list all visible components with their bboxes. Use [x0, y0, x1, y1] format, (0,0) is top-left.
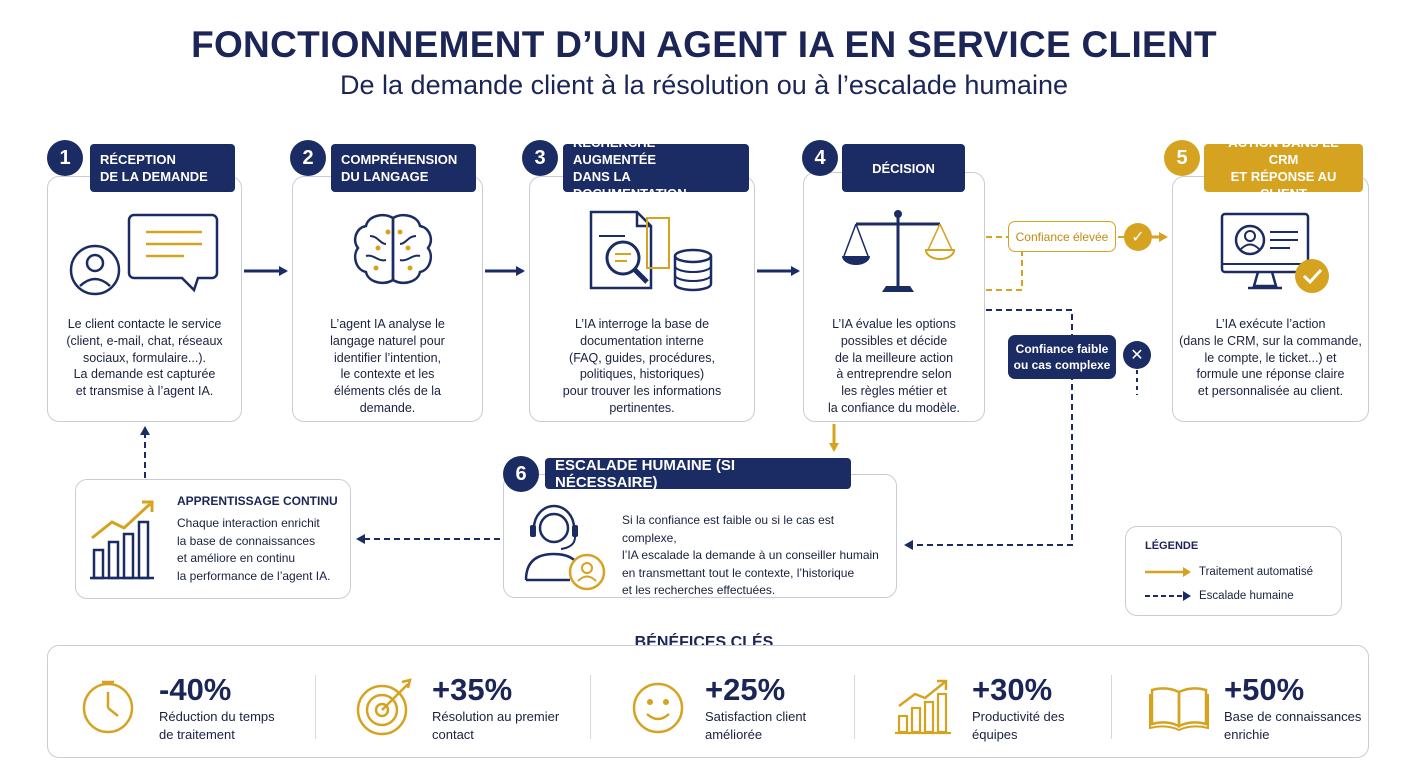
legend-title: LÉGENDE: [1145, 540, 1199, 552]
book-icon: [1149, 687, 1209, 732]
escalation-label: ESCALADE HUMAINE (SI NÉCESSAIRE): [545, 457, 851, 491]
monitor-check-icon: [1220, 212, 1329, 293]
growth-chart-icon: [90, 500, 154, 580]
low-confidence-pill: Confiance faible ou cas complexe: [1008, 335, 1116, 379]
step-text-3: L’IA interroge la base de documentation …: [562, 317, 722, 415]
smiley-icon: [632, 682, 684, 734]
benefit-value-4: +30%: [972, 672, 1053, 707]
step-label-1: RÉCEPTION DE LA DEMANDE: [90, 144, 235, 192]
escalation-path: [904, 309, 1073, 550]
step-number-1: 1: [47, 140, 83, 176]
step-card-1: [47, 176, 242, 422]
check-icon: ✓: [1124, 223, 1152, 251]
high-confidence-pill: Confiance élevée: [1008, 221, 1116, 252]
legend-automated: Traitement automatisé: [1199, 566, 1313, 578]
target-icon: [356, 678, 412, 736]
bar-growth-icon: [895, 679, 951, 735]
headset-agent-icon: [524, 504, 606, 591]
benefit-divider: [590, 675, 591, 739]
escalation-text: Si la confiance est faible ou si le cas …: [622, 513, 879, 597]
cross-icon: ✕: [1123, 341, 1151, 369]
benefit-label-2: Résolution au premier contact: [432, 709, 560, 742]
step-text-1: Le client contacte le service (client, e…: [66, 317, 223, 399]
step-card-2: [292, 176, 483, 422]
document-search-icon: [589, 210, 713, 292]
clock-icon: [82, 680, 134, 734]
benefit-value-2: +35%: [432, 672, 513, 707]
step-number-4: 4: [802, 140, 838, 176]
benefit-divider: [1111, 675, 1112, 739]
step-number-6: 6: [503, 456, 539, 492]
user-chat-icon: [69, 213, 219, 296]
step-text-4: L’IA évalue les options possibles et déc…: [827, 317, 961, 415]
step-label-4: DÉCISION: [842, 144, 965, 192]
step-label-3: RECHERCHE AUGMENTÉE DANS LA DOCUMENTATIO…: [563, 135, 749, 201]
benefit-divider: [854, 675, 855, 739]
page-subtitle: De la demande client à la résolution ou …: [340, 70, 1068, 100]
step-number-3: 3: [522, 140, 558, 176]
benefit-label-3: Satisfaction client améliorée: [705, 709, 807, 742]
benefits-panel: [47, 645, 1369, 758]
learning-text: Chaque interaction enrichit la base de c…: [177, 516, 331, 583]
benefit-label-5: Base de connaissances enrichie: [1224, 709, 1362, 742]
scale-icon: [842, 210, 956, 292]
step-number-5: 5: [1164, 140, 1200, 176]
step-card-4: [803, 172, 985, 422]
step-text-5: L’IA exécute l’action (dans le CRM, sur …: [1179, 317, 1362, 399]
step-number-2: 2: [290, 140, 326, 176]
brain-icon: [354, 214, 432, 284]
benefit-value-1: -40%: [159, 672, 232, 707]
step-text-2: L’agent IA analyse le langage naturel po…: [330, 317, 445, 415]
learning-title: APPRENTISSAGE CONTINU: [177, 494, 338, 508]
gold-branch-up: [986, 237, 1023, 291]
benefit-divider: [315, 675, 316, 739]
legend-human: Escalade humaine: [1199, 590, 1294, 602]
step-card-5: [1172, 176, 1369, 422]
benefit-label-1: Réduction du temps de traitement: [159, 709, 275, 742]
legend-lines: [1145, 567, 1191, 601]
benefit-value-3: +25%: [705, 672, 786, 707]
escalation-card: [503, 474, 897, 598]
page-title: FONCTIONNEMENT D’UN AGENT IA EN SERVICE …: [191, 24, 1217, 65]
benefit-value-5: +50%: [1224, 672, 1305, 707]
benefit-label-4: Productivité des équipes: [972, 709, 1065, 742]
step-label-5: ACTION DANS LE CRM ET RÉPONSE AU CLIENT: [1204, 135, 1363, 201]
step-label-2: COMPRÉHENSION DU LANGAGE: [331, 144, 476, 192]
